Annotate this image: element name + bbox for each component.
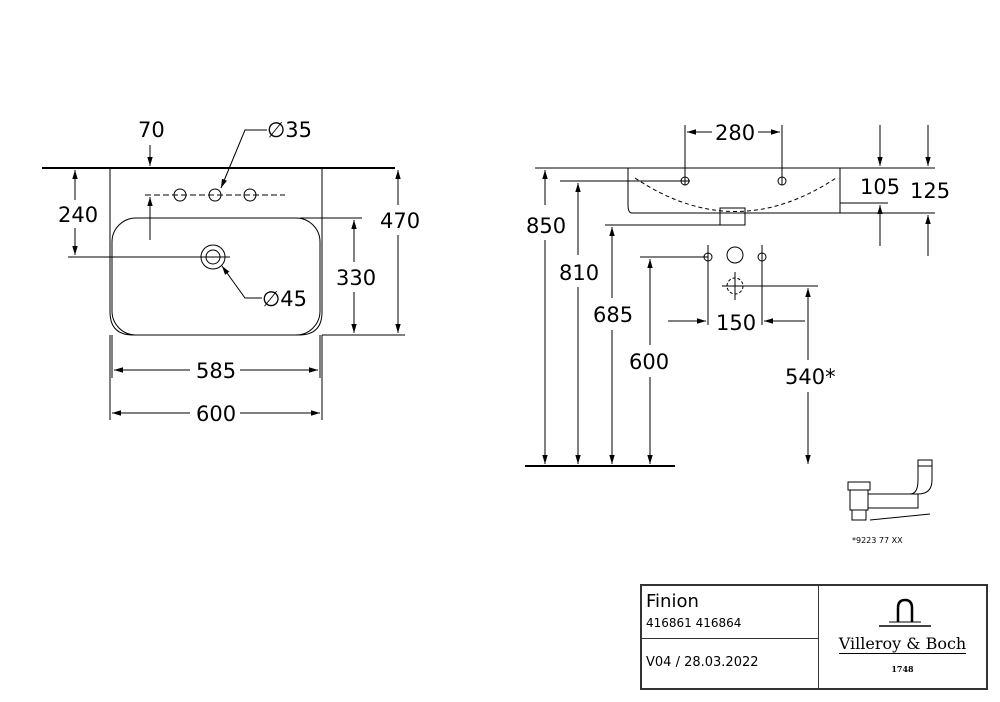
dim-600: 600: [196, 402, 236, 426]
brand-year: 1748: [891, 664, 914, 674]
top-view: 70 ∅35 240 470 330 ∅45 585 600: [42, 118, 420, 426]
drain: [68, 244, 230, 270]
product-codes: 416861 416864: [646, 616, 742, 630]
dim-70: 70: [138, 118, 165, 142]
siphon-code: *9223 77 XX: [852, 536, 903, 545]
title-block: Finion 416861 416864 V04 / 28.03.2022 Vi…: [640, 584, 988, 690]
faucet-logo-icon: [879, 598, 931, 627]
dim-240: 240: [58, 203, 98, 227]
dim-280: 280: [715, 121, 755, 145]
dim-470: 470: [380, 209, 420, 233]
siphon-illustration: [847, 459, 933, 521]
dim-600-height: 600: [629, 350, 669, 374]
product-name: Finion: [646, 591, 699, 612]
dim-105: 105: [860, 175, 900, 199]
dim-dia45: ∅45: [262, 287, 307, 311]
basin-bowl: [111, 217, 321, 336]
basin-side: [627, 167, 841, 214]
dim-dia35: ∅35: [267, 118, 312, 142]
side-view: 280 105 125 850 810 685 600 150: [525, 121, 950, 467]
version-date: V04 / 28.03.2022: [646, 655, 759, 670]
dim-540: 540*: [785, 365, 836, 389]
tap-holes: [145, 188, 285, 202]
dim-685: 685: [593, 303, 633, 327]
dim-150: 150: [716, 311, 756, 335]
dim-330: 330: [336, 266, 376, 290]
wall-connections: [703, 245, 818, 325]
dim-850: 850: [526, 214, 566, 238]
brand-logo: Villeroy & Boch 1748: [819, 586, 986, 688]
dim-125: 125: [910, 179, 950, 203]
brand-name: Villeroy & Boch: [838, 634, 967, 654]
dim-810: 810: [559, 261, 599, 285]
dim-585: 585: [196, 359, 236, 383]
